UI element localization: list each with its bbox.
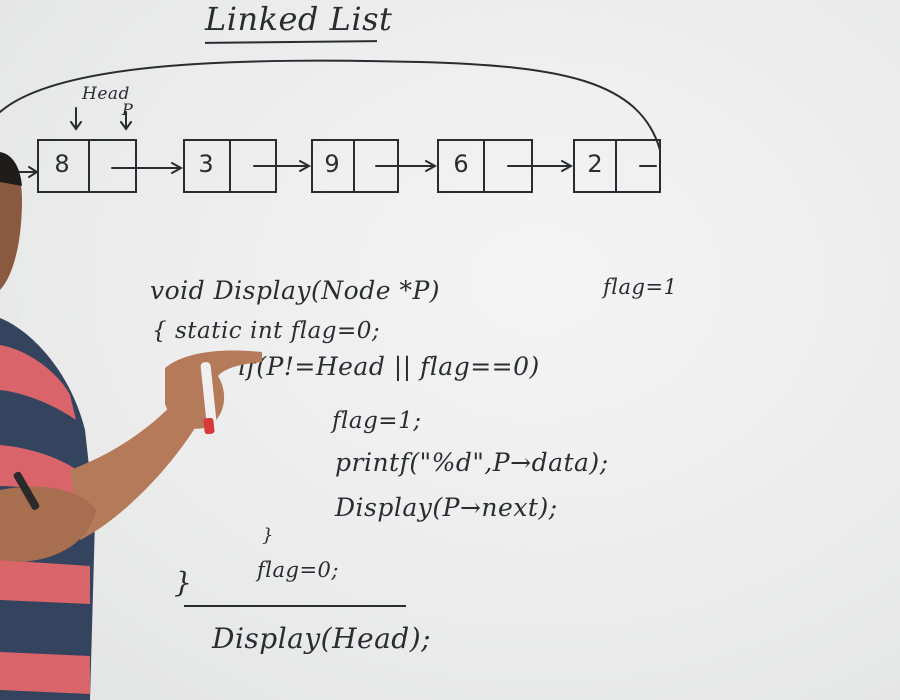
code-line-close-function: } [174, 566, 193, 599]
call-separator-line [184, 605, 406, 607]
head-arrow [70, 107, 82, 131]
presenter-hand [165, 350, 262, 429]
page-title: Linked List [205, 0, 393, 38]
presenter-head [0, 155, 22, 290]
code-line-set-flag: flag=1; [332, 408, 422, 434]
presenter-arm [70, 398, 200, 540]
node-value-5: 2 [587, 150, 603, 178]
code-line-reset-flag: flag=0; [257, 558, 339, 582]
p-arrow [120, 111, 132, 131]
code-line-printf: printf("%d",P→data); [335, 448, 609, 477]
next-arrow-2 [253, 160, 312, 172]
shirt-stripes [0, 345, 90, 694]
node-value-4: 6 [453, 150, 469, 178]
marker-cap [203, 417, 215, 435]
code-line-if: if(P!=Head || flag==0) [238, 352, 540, 381]
side-note-flag: flag=1 [603, 275, 678, 299]
node-value-1: 8 [54, 150, 70, 178]
code-line-static-flag: { static int flag=0; [152, 318, 381, 344]
code-line-recursive-call: Display(P→next); [335, 493, 558, 522]
node-value-2: 3 [198, 150, 214, 178]
presenter-lower-hand [0, 486, 96, 562]
next-arrow-4 [507, 160, 574, 172]
node-value-3: 9 [324, 150, 340, 178]
code-line-call: Display(Head); [212, 622, 432, 655]
marker-in-hand [200, 362, 218, 434]
code-line-close-if: } [262, 525, 274, 546]
circular-link-curve [0, 59, 661, 151]
p-label: P [122, 100, 134, 119]
node-box-1 [37, 139, 137, 193]
head-label: Head [82, 84, 130, 104]
next-arrow-3 [375, 160, 438, 172]
code-line-signature: void Display(Node *P) [150, 276, 441, 305]
presenter-hair [0, 152, 22, 186]
next-arrow-1 [111, 162, 184, 174]
marker-lower [13, 471, 40, 510]
